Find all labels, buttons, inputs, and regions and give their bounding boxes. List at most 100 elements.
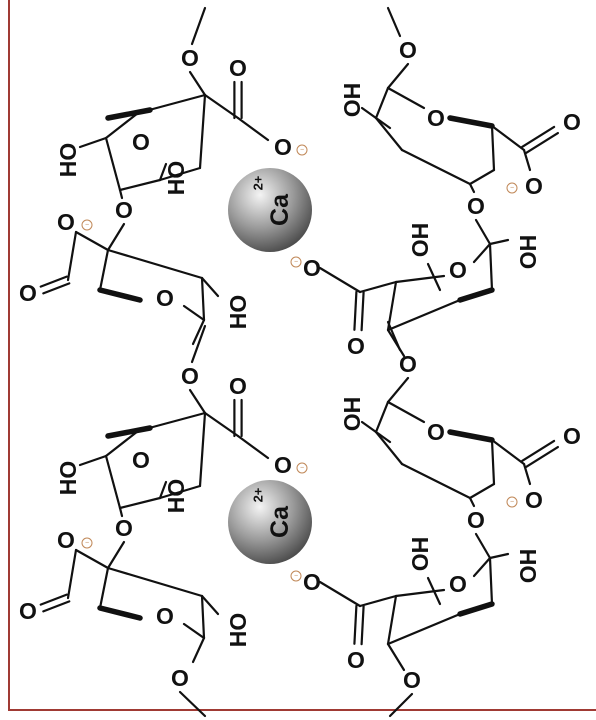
anion-charge-marker — [290, 256, 302, 268]
carboxyl-bond — [66, 548, 78, 600]
ion-symbol-label: Ca — [266, 193, 294, 226]
glycosidic-bond — [468, 496, 476, 508]
carbonyl-double-bond — [524, 445, 560, 469]
carboxyl-bond — [522, 148, 532, 172]
carbonyl-double-bond — [520, 125, 556, 149]
ring-bond — [386, 86, 426, 110]
carboxyl-bond — [203, 93, 240, 120]
ring-front-edge — [105, 107, 153, 121]
carbonyl-double-bond — [353, 604, 358, 645]
anion-charge-sign: − — [300, 147, 304, 154]
glycosidic-oxygen-label: O — [467, 507, 485, 533]
carboxyl-bond — [358, 594, 398, 608]
ring-bond — [472, 556, 492, 578]
glycosidic-oxygen-label: O — [403, 667, 421, 693]
carboxyl-bond — [74, 230, 110, 252]
anion-charge-marker — [296, 462, 308, 474]
anion-charge-sign: − — [85, 540, 89, 547]
figure-border — [8, 0, 596, 711]
ring-bond — [200, 276, 206, 322]
anion-charge-sign: − — [510, 185, 514, 192]
ring-bond — [106, 566, 204, 598]
glycosidic-bond — [118, 506, 124, 518]
hydroxyl-bond — [488, 238, 510, 246]
anion-charge-marker — [81, 219, 93, 231]
hydroxyl-bond — [78, 454, 108, 467]
carbonyl-double-bond — [42, 282, 71, 295]
ion-charge-label: 2+ — [251, 175, 266, 190]
ring-front-edge — [447, 115, 495, 129]
hydroxyl-label: HO — [339, 397, 365, 432]
hydroxyl-label: HO — [55, 143, 81, 178]
ring-bond — [374, 86, 390, 120]
glycosidic-oxygen-label: O — [171, 665, 189, 691]
carbonyl-oxygen-label: O — [347, 333, 365, 359]
ring-bond — [468, 482, 496, 500]
glycosidic-bond — [106, 540, 126, 570]
ring-bond — [182, 622, 206, 640]
glycosidic-bond — [386, 6, 402, 38]
ring-bond — [198, 411, 207, 488]
hydroxyl-bond — [360, 106, 378, 120]
glycosidic-bond — [468, 182, 476, 194]
hydroxyl-label: HO — [55, 461, 81, 496]
hydroxyl-bond — [426, 576, 442, 606]
carbonyl-double-bond — [520, 439, 556, 463]
carboxyl-bond — [522, 462, 532, 486]
carboxyl-bond — [490, 124, 526, 152]
glycosidic-bond — [191, 636, 206, 664]
ring-bond — [394, 274, 446, 284]
glycosidic-bond — [190, 6, 207, 46]
ring-bond — [386, 612, 462, 646]
carboxyl-bond — [236, 434, 270, 460]
hydroxyl-bond — [158, 480, 168, 500]
glycosidic-bond — [386, 376, 410, 404]
ion-symbol-label: Ca — [266, 505, 294, 538]
ring-bond — [104, 111, 140, 140]
ring-bond — [104, 454, 122, 510]
carbonyl-oxygen-label: O — [229, 55, 247, 81]
bond-network — [39, 6, 560, 718]
carboxyl-bond — [236, 116, 270, 142]
hydroxyl-bond — [426, 262, 442, 292]
ring-bond — [106, 248, 204, 280]
carboxylate-oxygen-label: O — [57, 209, 75, 235]
anion-charge-sign: − — [300, 465, 304, 472]
glycosidic-bond — [386, 62, 410, 90]
ring-oxygen-label: O — [427, 105, 445, 131]
glycosidic-oxygen-label: O — [115, 515, 133, 541]
anion-charge-marker — [296, 144, 308, 156]
calcium-ions: Ca2+Ca2+ — [228, 168, 312, 564]
hydroxyl-label: HO — [515, 235, 541, 270]
ring-bond — [386, 280, 398, 332]
carbonyl-oxygen-label: O — [19, 280, 37, 306]
ring-bond — [400, 148, 472, 186]
glycosidic-bond — [386, 320, 402, 352]
ring-bond — [104, 429, 140, 458]
ring-bond — [200, 594, 206, 640]
ring-bond — [182, 304, 206, 322]
carboxyl-bond — [318, 266, 362, 294]
carbonyl-oxygen-label: O — [563, 423, 581, 449]
glycosidic-bond — [191, 318, 206, 346]
calcium-ion: Ca2+ — [228, 480, 312, 564]
carboxyl-bond — [66, 230, 78, 282]
ring-bond — [118, 496, 162, 510]
carboxylate-oxygen-label: O — [274, 134, 292, 160]
ring-bond — [386, 400, 426, 424]
anion-charge-sign: − — [294, 573, 298, 580]
carboxylate-oxygen-label: O — [274, 452, 292, 478]
ring-front-edge — [105, 425, 153, 439]
glycosidic-bond — [474, 532, 492, 560]
ring-bond — [374, 116, 404, 152]
glycosidic-oxygen-label: O — [115, 197, 133, 223]
ring-bond — [158, 166, 202, 182]
glycosidic-bond — [190, 324, 207, 364]
carboxylate-oxygen-label: O — [525, 487, 543, 513]
hydroxyl-label: HO — [225, 295, 251, 330]
ring-bond — [98, 248, 110, 292]
hydroxyl-label: HO — [515, 549, 541, 584]
anion-charge-sign: − — [294, 259, 298, 266]
hydroxyl-bond — [200, 276, 220, 298]
glycosidic-bond — [386, 642, 406, 672]
